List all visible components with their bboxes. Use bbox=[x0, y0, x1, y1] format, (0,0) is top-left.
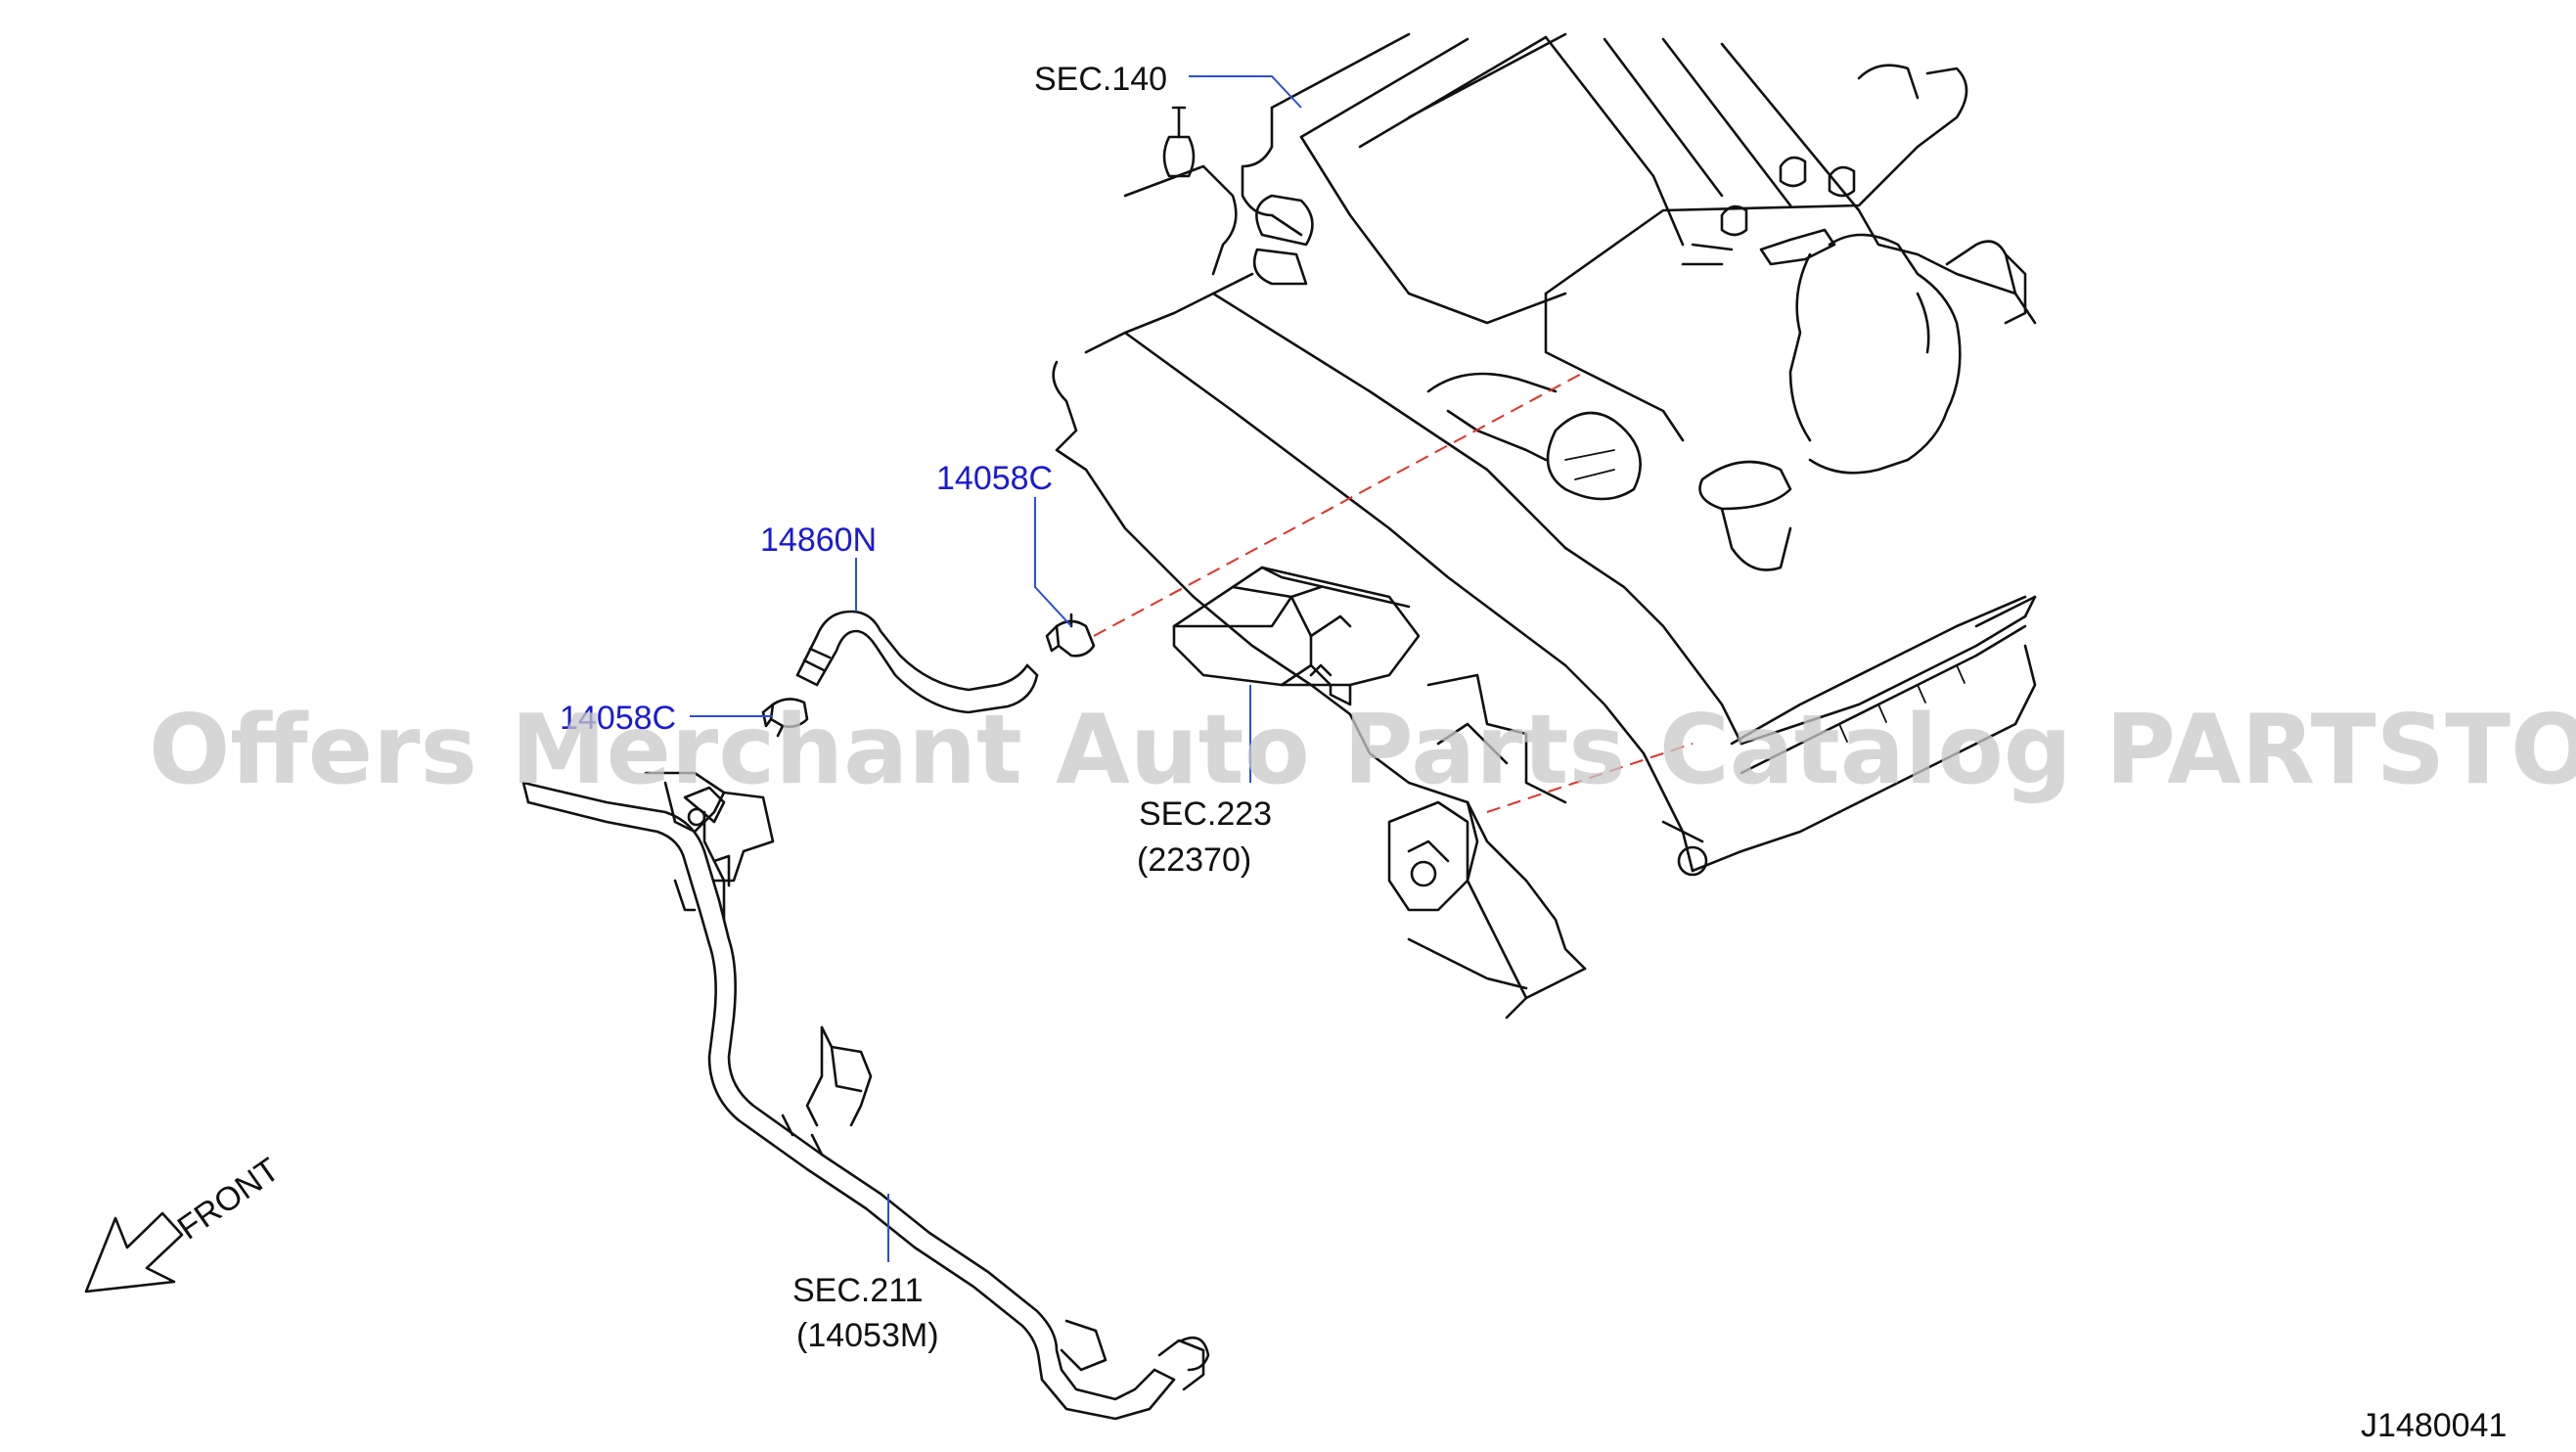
vacuum-hose-14860n bbox=[795, 610, 1039, 714]
leader-14058c-top bbox=[1034, 497, 1072, 627]
front-label: FRONT bbox=[171, 1151, 287, 1247]
ecm-module-drawing bbox=[1172, 566, 1421, 706]
leader-sec140 bbox=[1189, 75, 1302, 109]
engine-assembly-drawing bbox=[1052, 32, 2037, 1020]
tube-assembly-drawing bbox=[521, 771, 1210, 1421]
part-number-14058c-left[interactable]: 14058C bbox=[560, 700, 676, 737]
leader-lines bbox=[690, 75, 1302, 1262]
front-arrow-icon bbox=[84, 1211, 184, 1293]
part-number-14860n[interactable]: 14860N bbox=[760, 522, 877, 559]
label-sec211-part: (14053M) bbox=[796, 1317, 939, 1354]
watermark-text: Offers Merchant Auto Parts Catalog PARTS… bbox=[149, 695, 2576, 806]
diagram-id: J1480041 bbox=[2361, 1407, 2507, 1444]
label-sec140[interactable]: SEC.140 bbox=[1034, 61, 1167, 98]
label-sec211[interactable]: SEC.211 bbox=[792, 1272, 924, 1309]
part-number-14058c-top[interactable]: 14058C bbox=[936, 460, 1053, 497]
hose-clamp-right bbox=[1045, 613, 1096, 658]
hose-route-dashed-line bbox=[1093, 371, 1586, 637]
label-sec223-part: (22370) bbox=[1137, 841, 1251, 879]
label-sec223[interactable]: SEC.223 bbox=[1139, 795, 1272, 833]
hose-clamp-left bbox=[761, 698, 809, 738]
bracket-route-dashed-line bbox=[1486, 743, 1694, 813]
